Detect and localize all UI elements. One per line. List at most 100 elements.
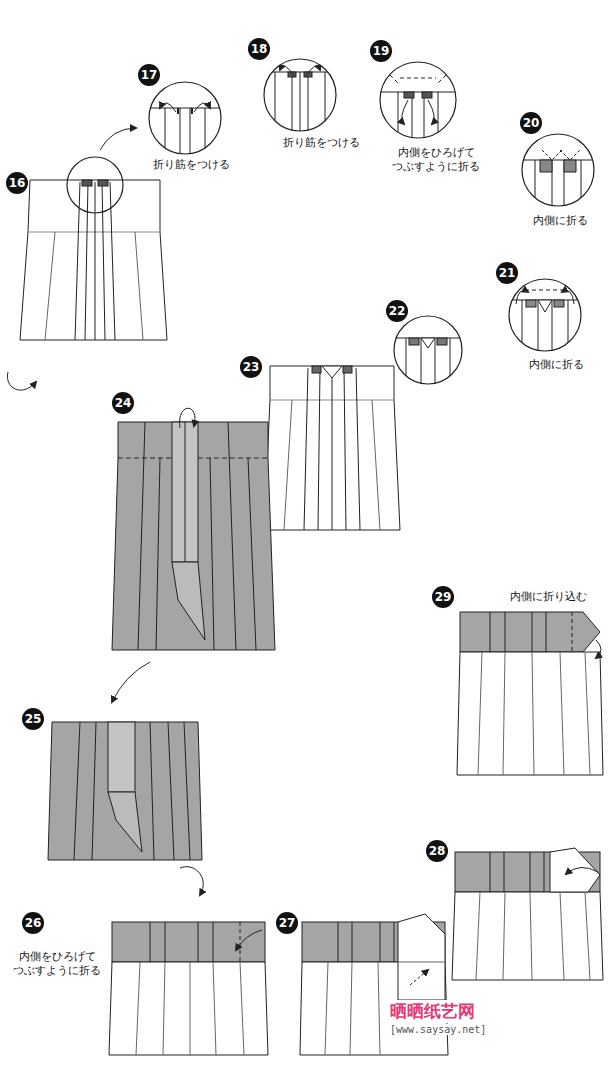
inset-step-22-part-part [450, 338, 451, 388]
inset-step-18-part-part [306, 66, 320, 76]
watermark: 晒晒纸艺网 [388, 1000, 477, 1023]
hakama-step-28-part [452, 892, 603, 980]
hakama-step-25-part [108, 792, 142, 852]
inset-step-18-part-part [280, 66, 294, 76]
inset-step-19-part-part [422, 92, 432, 98]
inset-step-20-part-part [520, 160, 596, 161]
origami-illustration-part [7, 59, 603, 1055]
hakama-step-24-part [172, 562, 205, 640]
hakama-step-25-part [184, 722, 190, 860]
inset-step-17-part-part [194, 103, 210, 112]
hakama-step-23-part [332, 368, 333, 530]
hakama-step-23-part [322, 366, 342, 378]
inset-step-20-part [520, 150, 596, 210]
hakama-step-27-part [350, 962, 352, 1055]
hakama-step-29-part [560, 652, 564, 775]
inset-step-19-part-part [398, 92, 399, 140]
inset-step-19-part [380, 62, 456, 138]
step-number: 16 [6, 172, 28, 194]
hakama-step-16-part [95, 182, 96, 340]
hakama-step-25-part [168, 722, 174, 860]
inset-step-21 [508, 279, 582, 355]
hakama-step-28-part [504, 852, 505, 892]
inset-step-19-part-part [378, 92, 458, 93]
inset-step-22-part-part [421, 338, 422, 388]
step-number: 19 [370, 40, 392, 62]
inset-step-22-part-part [435, 338, 436, 388]
hakama-step-29-part [546, 612, 547, 652]
hakama-step-16-part [102, 182, 105, 340]
hakama-step-25-part [108, 722, 135, 792]
hakama-step-28-part [490, 852, 491, 892]
inset-step-20-part-part [535, 160, 536, 210]
hakama-step-27-part [338, 922, 339, 962]
hakama-step-26-part [150, 922, 151, 962]
inset-step-22-part-part [421, 338, 435, 348]
inset-step-20-part-part [581, 160, 582, 210]
instruction-note: 内側に折り込む [492, 590, 604, 604]
hakama-step-28-part [550, 848, 600, 892]
hakama-step-29-part [532, 652, 534, 775]
inset-step-20-part-part [560, 150, 580, 160]
inset-step-17-part [149, 82, 221, 154]
inset-step-18-part-part [275, 72, 276, 135]
inset-step-22-part-part [406, 338, 407, 388]
inset-step-22-part-part [437, 338, 447, 345]
inset-step-21-part-part [554, 300, 564, 307]
hakama-step-16-part [135, 232, 143, 340]
hakama-step-16-part [98, 180, 108, 186]
step-number: 27 [276, 912, 298, 934]
inset-step-18-part-part [325, 72, 326, 135]
hakama-step-23-part [372, 400, 380, 530]
step-number: 21 [496, 262, 518, 284]
step-arrow [112, 662, 150, 702]
hakama-step-27-part [325, 962, 328, 1055]
hakama-step-28-part [476, 892, 480, 980]
hakama-step-29-part [460, 612, 600, 652]
hakama-step-16-part [100, 128, 136, 150]
step-number: 29 [432, 586, 454, 608]
hakama-step-24 [112, 408, 275, 650]
inset-step-18 [262, 59, 338, 135]
step-number: 28 [426, 840, 448, 862]
inset-step-21-part-part [526, 300, 536, 307]
instruction-note: 内側をひろげて つぶすように折る [4, 950, 110, 978]
hakama-step-26 [109, 922, 268, 1055]
inset-step-21-part [508, 290, 582, 355]
step-number: 26 [22, 912, 44, 934]
hakama-step-29-part [457, 652, 603, 775]
hakama-step-28-part [585, 892, 590, 980]
hakama-step-28-part [560, 892, 564, 980]
inset-step-22-part-part [409, 338, 419, 345]
instruction-note: 折り筋をつける [140, 158, 242, 172]
hakama-step-28-part [503, 892, 505, 980]
hakama-step-24-part [172, 422, 198, 562]
inset-step-19-part [378, 70, 458, 140]
step-number: 24 [112, 392, 134, 414]
inset-step-18-part-part [308, 72, 309, 135]
hakama-step-27-part [352, 922, 353, 962]
inset-step-21-part-part [516, 291, 528, 305]
inset-step-20-part [522, 134, 594, 206]
inset-step-17-part-part [177, 108, 179, 114]
hakama-step-27-part [378, 962, 380, 1055]
hakama-step-26-part [213, 962, 216, 1055]
inset-step-19-part-part [438, 92, 439, 140]
inset-step-22-part [394, 316, 462, 384]
turn-over-symbol [180, 867, 203, 895]
inset-step-22-part [392, 338, 464, 388]
hakama-step-24-part [156, 458, 160, 650]
hakama-step-28 [452, 848, 603, 980]
hakama-step-26-part [240, 962, 244, 1055]
hakama-step-23-part [284, 400, 292, 530]
inset-step-19-part-part [385, 70, 400, 85]
inset-step-17-part-part [180, 108, 181, 160]
step-number: 23 [240, 356, 262, 378]
inset-step-17-part-part [160, 103, 176, 112]
step-number: 25 [22, 708, 44, 730]
hakama-step-26-part [240, 922, 241, 962]
hakama-step-29-part [505, 612, 506, 652]
hakama-step-28-part [530, 892, 532, 980]
hakama-step-25 [48, 722, 202, 860]
hakama-step-27-part [380, 922, 381, 962]
